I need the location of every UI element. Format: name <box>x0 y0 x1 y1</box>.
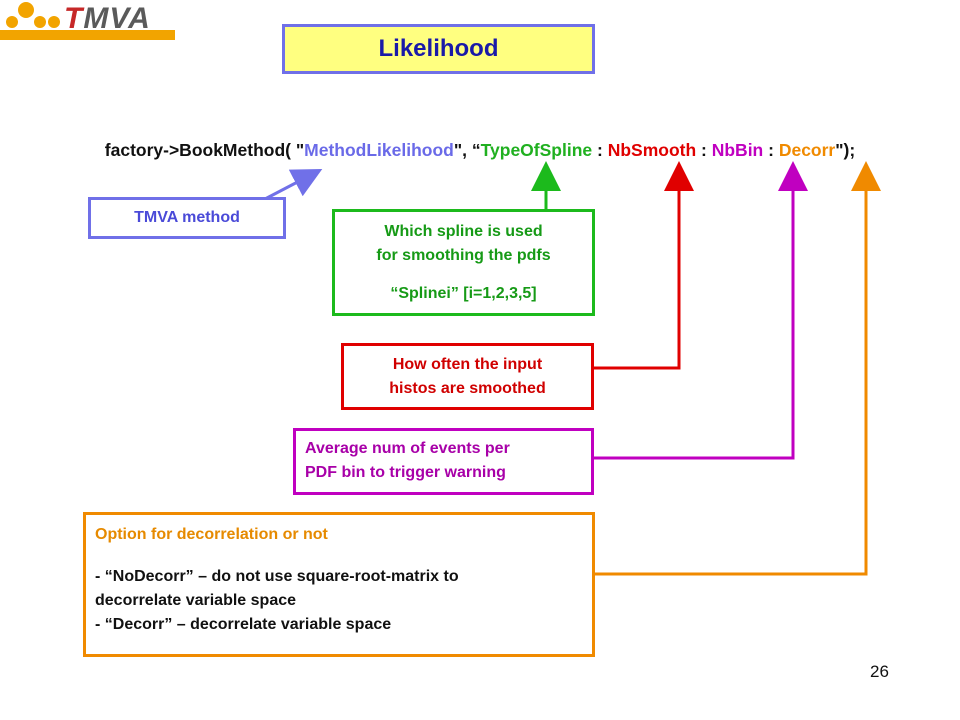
callout-tmva-method: TMVA method <box>88 197 286 239</box>
code-option-nbbin: NbBin <box>711 140 764 160</box>
callout-spline-line1: Which spline is used <box>384 223 543 240</box>
code-line: factory->BookMethod( "MethodLikelihood",… <box>0 140 960 161</box>
callout-nbsmooth-line2: histos are smoothed <box>389 380 546 397</box>
callout-nbsmooth-line1: How often the input <box>392 356 543 373</box>
code-sep-2: : <box>696 140 712 160</box>
code-sep-3: : <box>763 140 779 160</box>
callout-spline: Which spline is used for smoothing the p… <box>332 209 595 316</box>
callout-spline-line3: “Splinei” [i=1,2,3,5] <box>390 285 537 302</box>
arrow-decorr <box>595 161 881 576</box>
callout-decorr-heading: Option for decorrelation or not <box>95 526 328 543</box>
logo-text-t: T <box>64 2 84 35</box>
callout-nbbin-line2: PDF bin to trigger warning <box>305 464 506 481</box>
callout-nbbin: Average num of events per PDF bin to tri… <box>293 428 594 495</box>
code-option-decorr: Decorr <box>778 140 836 160</box>
callout-decorr: Option for decorrelation or not - “NoDec… <box>83 512 595 657</box>
logo-text-mva: MVA <box>83 2 151 35</box>
code-option-nbsmooth: NbSmooth <box>607 140 697 160</box>
arrow-nbsmooth <box>594 161 694 370</box>
callout-nbsmooth: How often the input histos are smoothed <box>341 343 594 410</box>
code-suffix: "); <box>835 140 856 160</box>
code-mid: ", “ <box>453 140 481 160</box>
arrow-method <box>264 169 323 201</box>
tmva-logo: TMVA <box>0 0 175 42</box>
code-option-spline: TypeOfSpline <box>480 140 593 160</box>
callout-spline-line2: for smoothing the pdfs <box>376 247 551 264</box>
code-method-name: MethodLikelihood <box>304 140 454 160</box>
logo-text: TMVA <box>64 2 151 36</box>
arrow-nbbin <box>594 161 808 460</box>
callout-nbbin-line1: Average num of events per <box>305 440 510 457</box>
callout-decorr-line3: - “Decorr” – decorrelate variable space <box>95 616 392 633</box>
callout-decorr-line2: decorrelate variable space <box>95 592 297 609</box>
callout-tmva-method-label: TMVA method <box>134 209 240 226</box>
logo-graphic <box>0 2 175 40</box>
slide-title: Likelihood <box>282 24 595 74</box>
page-number: 26 <box>870 662 889 681</box>
code-prefix: factory->BookMethod( " <box>104 140 305 160</box>
callout-decorr-line1: - “NoDecorr” – do not use square-root-ma… <box>95 568 459 585</box>
code-sep-1: : <box>592 140 608 160</box>
